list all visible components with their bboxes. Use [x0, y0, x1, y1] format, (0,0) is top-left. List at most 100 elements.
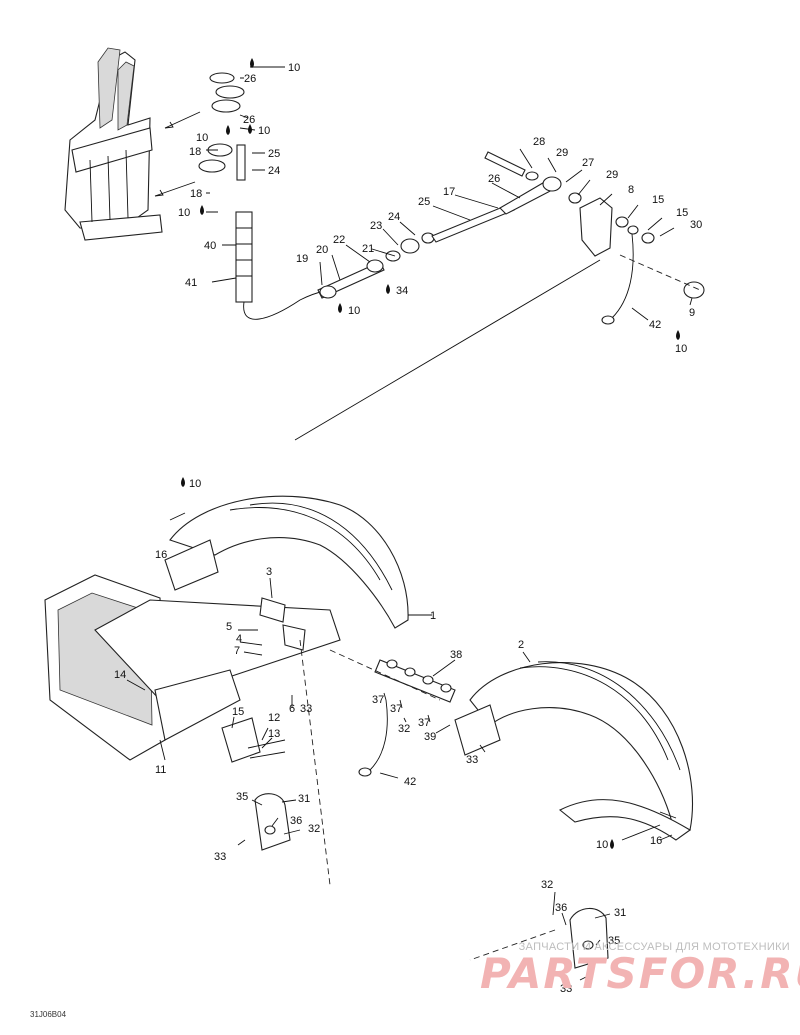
document-reference: 31J06B04: [30, 1010, 67, 1019]
drop-icon: [200, 205, 204, 215]
callout-label: 5: [226, 621, 232, 633]
callout-label: 10: [348, 305, 360, 317]
washers-stack: [198, 72, 245, 173]
callout-labels: 10 26 26 10 10 18 25 24 18 10 40 41 19 2…: [114, 62, 702, 995]
callout-label: 13: [268, 728, 280, 740]
callout-label: 4: [236, 633, 242, 645]
callout-label: 34: [396, 285, 408, 297]
callout-label: 22: [333, 234, 345, 246]
callout-label: 41: [185, 277, 197, 289]
callout-label: 39: [424, 731, 436, 743]
control-lever-assembly: [64, 47, 163, 241]
callout-label: 37: [390, 703, 402, 715]
callout-label: 31: [298, 793, 310, 805]
callout-label: 3: [266, 566, 272, 578]
callout-label: 15: [232, 706, 244, 718]
lever-mount-arrows: [154, 111, 201, 197]
callout-label: 10: [189, 478, 201, 490]
callout-label: 28: [533, 136, 545, 148]
cable-adjuster: [211, 144, 253, 303]
plate-12: [221, 717, 286, 763]
rear-fender-2: [454, 661, 693, 841]
callout-label: 10: [178, 207, 190, 219]
callout-label: 11: [155, 764, 166, 776]
callout-label: 40: [204, 240, 216, 252]
drop-icon: [250, 58, 254, 68]
lubricant-drops: [181, 58, 680, 849]
callout-label: 33: [466, 754, 478, 766]
callout-label: 35: [236, 791, 248, 803]
callout-label: 36: [555, 902, 567, 914]
callout-label: 29: [606, 169, 618, 181]
callout-label: 25: [268, 148, 280, 160]
ground-wire-42: [369, 699, 388, 771]
callout-label: 17: [443, 186, 455, 198]
cable-end-parts: [317, 151, 582, 299]
callout-label: 26: [244, 73, 256, 85]
callout-label: 32: [398, 723, 410, 735]
callout-label: 38: [450, 649, 462, 661]
drop-icon: [181, 477, 185, 487]
callout-label: 36: [290, 815, 302, 827]
callout-label: 18: [190, 188, 202, 200]
callout-label: 12: [268, 712, 280, 724]
callout-label: 14: [114, 669, 126, 681]
callout-label: 1: [430, 610, 436, 622]
drop-icon: [226, 125, 230, 135]
drop-icon: [610, 839, 614, 849]
callout-label: 33: [560, 983, 572, 995]
callout-label: 24: [388, 211, 400, 223]
callout-label: 7: [234, 645, 240, 657]
leader-lines: [126, 66, 693, 981]
callout-label: 8: [628, 184, 634, 196]
callout-label: 26: [488, 173, 500, 185]
callout-label: 16: [650, 835, 662, 847]
watermark-brand-logo: PARTSFOR.RU: [480, 949, 800, 998]
connection-line: [294, 259, 601, 441]
callout-label: 25: [418, 196, 430, 208]
callout-label: 2: [518, 639, 524, 651]
callout-label: 18: [189, 146, 201, 158]
callout-label: 10: [596, 839, 608, 851]
callout-label: 37: [372, 694, 384, 706]
drop-icon: [676, 330, 680, 340]
spacer-bar-38: [374, 659, 456, 703]
callout-label: 42: [649, 319, 661, 331]
plate-31-corner: [569, 907, 609, 969]
callout-label: 20: [316, 244, 328, 256]
front-fender-1: [164, 495, 409, 629]
callout-label: 31: [614, 907, 626, 919]
callout-label: 10: [258, 125, 270, 137]
bracket-3: [259, 597, 306, 651]
frame-body: [44, 574, 341, 761]
callout-label: 32: [308, 823, 320, 835]
callout-label: 24: [268, 165, 280, 177]
callout-label: 10: [196, 132, 208, 144]
callout-label: 30: [690, 219, 702, 231]
callout-label: 19: [296, 253, 308, 265]
callout-label: 23: [370, 220, 382, 232]
callout-label: 29: [556, 147, 568, 159]
callout-label: 6: [289, 703, 295, 715]
callout-label: 27: [582, 157, 594, 169]
callout-label: 15: [676, 207, 688, 219]
mounting-bracket: [579, 197, 705, 325]
callout-label: 42: [404, 776, 416, 788]
callout-label: 37: [418, 717, 430, 729]
drop-icon: [338, 303, 342, 313]
callout-label: 9: [689, 307, 695, 319]
callout-label: 32: [541, 879, 553, 891]
callout-label: 35: [608, 935, 620, 947]
drop-icon: [248, 124, 252, 134]
callout-label: 10: [675, 343, 687, 355]
callout-label: 33: [300, 703, 312, 715]
alignment-line-top: [619, 254, 701, 291]
callout-label: 10: [288, 62, 300, 74]
callout-label: 15: [652, 194, 664, 206]
callout-label: 16: [155, 549, 167, 561]
assembly-guides: [299, 639, 677, 961]
drop-icon: [386, 284, 390, 294]
plate-31-lower: [254, 793, 291, 851]
watermark-caption: ЗАПЧАСТИ И АКСЕССУАРЫ ДЛЯ МОТОТЕХНИКИ: [518, 941, 790, 953]
